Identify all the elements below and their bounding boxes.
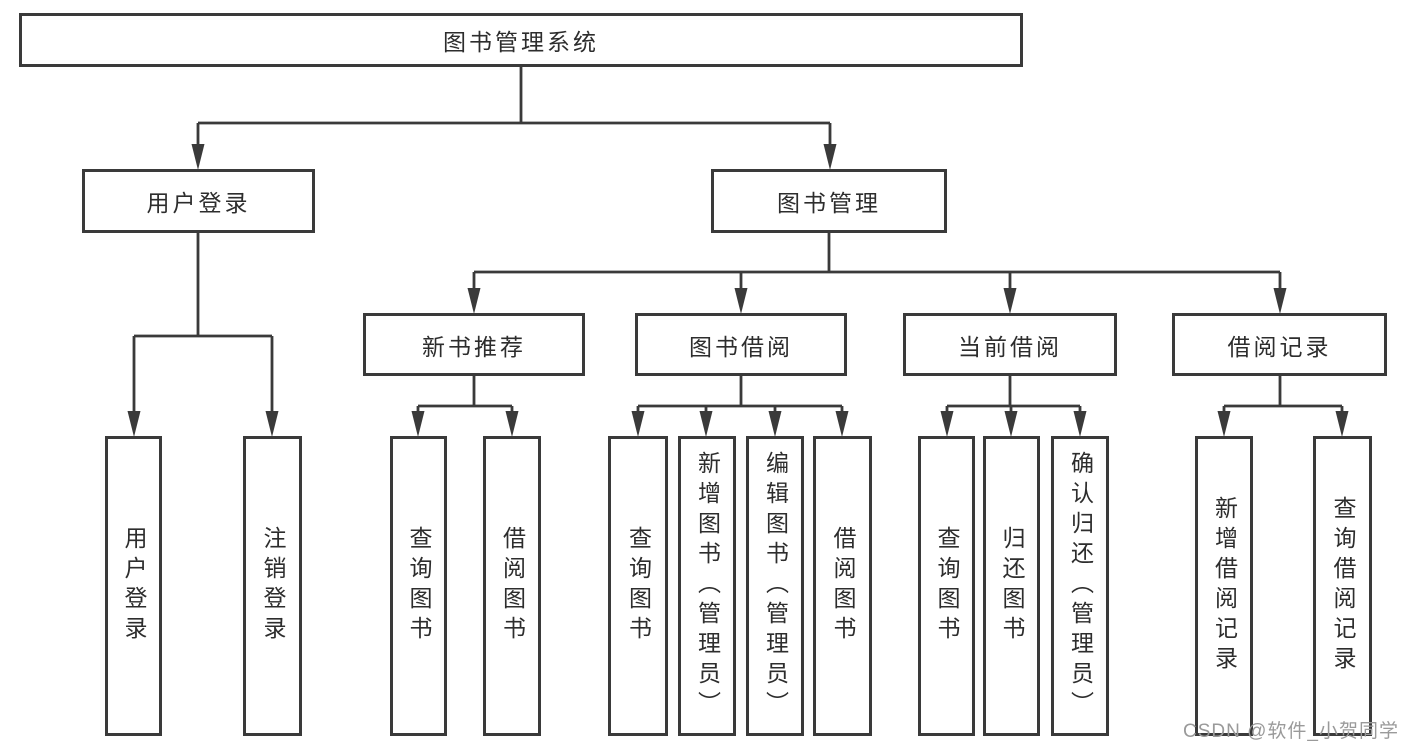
leaf-add-book-admin: 新增图书（管理员）	[678, 436, 736, 736]
node-book-borrow: 图书借阅	[635, 313, 847, 376]
node-label: 查询图书	[406, 526, 432, 646]
node-label: 图书借阅	[689, 333, 793, 360]
node-label: 借阅记录	[1227, 333, 1332, 360]
node-label: 借阅图书	[830, 526, 856, 646]
node-root-system: 图书管理系统	[19, 13, 1023, 67]
node-label: 借阅图书	[499, 526, 526, 646]
leaf-confirm-return-admin: 确认归还（管理员）	[1051, 436, 1109, 736]
node-label: 当前借阅	[958, 333, 1062, 360]
leaf-query-books-borrow: 查询图书	[608, 436, 668, 736]
node-label: 编辑图书（管理员）	[762, 451, 789, 721]
leaf-user-login: 用户登录	[105, 436, 162, 736]
connector-book-borrow-to-leaves	[636, 376, 844, 429]
node-label: 新书推荐	[422, 333, 526, 360]
node-label: 新增图书（管理员）	[694, 451, 721, 721]
node-label: 图书管理系统	[443, 29, 599, 55]
leaf-query-borrow-record: 查询借阅记录	[1313, 436, 1372, 736]
connector-book-mgmt-to-level3	[472, 233, 1282, 306]
leaf-borrow-books: 借阅图书	[813, 436, 872, 736]
leaf-edit-book-admin: 编辑图书（管理员）	[746, 436, 804, 736]
connector-root-to-level2	[196, 67, 832, 162]
leaf-logout-login: 注销登录	[243, 436, 302, 736]
leaf-query-books-recommend: 查询图书	[390, 436, 447, 736]
watermark-text: CSDN @软件_小贺同学	[1183, 721, 1399, 742]
connector-borrow-records-to-leaves	[1222, 376, 1344, 429]
arrowheads	[127, 144, 1349, 437]
leaf-query-books-current: 查询图书	[918, 436, 975, 736]
node-borrow-records: 借阅记录	[1172, 313, 1387, 376]
connector-new-book-to-leaves	[416, 376, 514, 429]
node-label: 用户登录	[121, 526, 147, 646]
leaf-borrow-books-recommend: 借阅图书	[483, 436, 541, 736]
leaf-add-borrow-record: 新增借阅记录	[1195, 436, 1253, 736]
node-label: 图书管理	[777, 190, 881, 216]
node-label: 用户登录	[146, 190, 251, 216]
node-label: 新增借阅记录	[1211, 496, 1238, 676]
node-new-book-recommend: 新书推荐	[363, 313, 585, 376]
leaf-return-books: 归还图书	[983, 436, 1040, 736]
node-label: 查询借阅记录	[1330, 496, 1356, 676]
node-book-management: 图书管理	[711, 169, 947, 233]
node-label: 注销登录	[260, 526, 286, 646]
node-label: 查询图书	[625, 526, 652, 646]
node-current-borrow: 当前借阅	[903, 313, 1117, 376]
node-label: 查询图书	[934, 526, 960, 646]
node-user-login: 用户登录	[82, 169, 315, 233]
node-label: 确认归还（管理员）	[1067, 451, 1094, 721]
connector-user-login-to-leaves	[132, 233, 274, 427]
node-label: 归还图书	[999, 526, 1025, 646]
